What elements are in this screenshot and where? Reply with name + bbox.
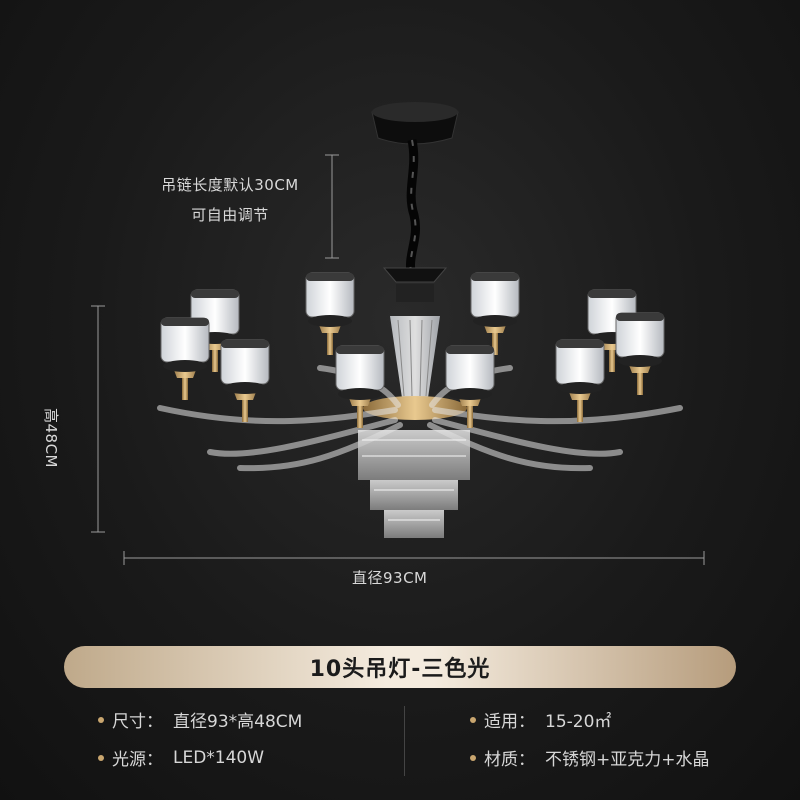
chain-length-line2: 可自由调节 xyxy=(191,206,269,224)
bullet-dot-icon xyxy=(98,754,104,761)
hanging-chain xyxy=(406,139,420,280)
spec-key: 光源： xyxy=(112,750,163,770)
spec-value: LED*140W xyxy=(173,747,265,768)
spec-key: 尺寸： xyxy=(112,712,163,732)
bullet-dot-icon xyxy=(470,754,476,761)
spec-divider xyxy=(404,706,405,776)
diameter-label: 直径93CM xyxy=(352,569,428,587)
spec-material: 材质： 不锈钢+亚克力+水晶 xyxy=(470,745,710,770)
product-title-banner: 10头吊灯-三色光 xyxy=(64,646,736,688)
crystal-tiers xyxy=(358,430,470,538)
chain-length-line1: 吊链长度默认30CM xyxy=(161,176,299,194)
bullet-dot-icon xyxy=(98,716,104,723)
height-label: 高48CM xyxy=(42,408,60,469)
center-column xyxy=(363,267,467,420)
ceiling-canopy xyxy=(371,102,459,145)
chain-length-note: 吊链长度默认30CM 可自由调节 xyxy=(150,170,310,230)
height-dimension-line xyxy=(91,305,105,533)
chain-dimension-line xyxy=(325,154,339,259)
spec-light-source: 光源： LED*140W xyxy=(98,745,264,770)
spec-key: 适用： xyxy=(484,712,535,732)
diameter-dimension-line xyxy=(123,551,705,565)
spec-key: 材质： xyxy=(484,750,535,770)
bullet-dot-icon xyxy=(470,716,476,723)
chandelier-illustration xyxy=(91,102,705,565)
spec-size: 尺寸： 直径93*高48CM xyxy=(98,707,302,732)
product-title: 10头吊灯-三色光 xyxy=(309,657,491,682)
spec-area: 适用： 15-20㎡ xyxy=(470,707,611,732)
spec-value: 15-20㎡ xyxy=(545,712,612,732)
spec-value: 直径93*高48CM xyxy=(173,712,303,732)
spec-value: 不锈钢+亚克力+水晶 xyxy=(545,750,710,770)
